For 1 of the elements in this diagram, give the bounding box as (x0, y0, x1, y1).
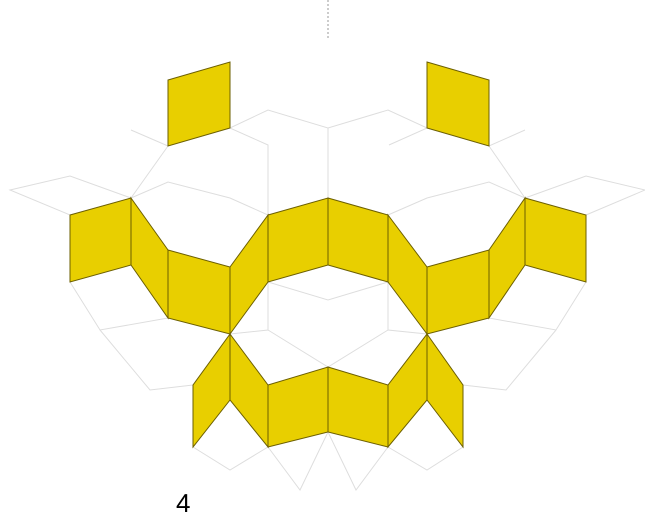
figure-number: 4 (176, 490, 190, 516)
